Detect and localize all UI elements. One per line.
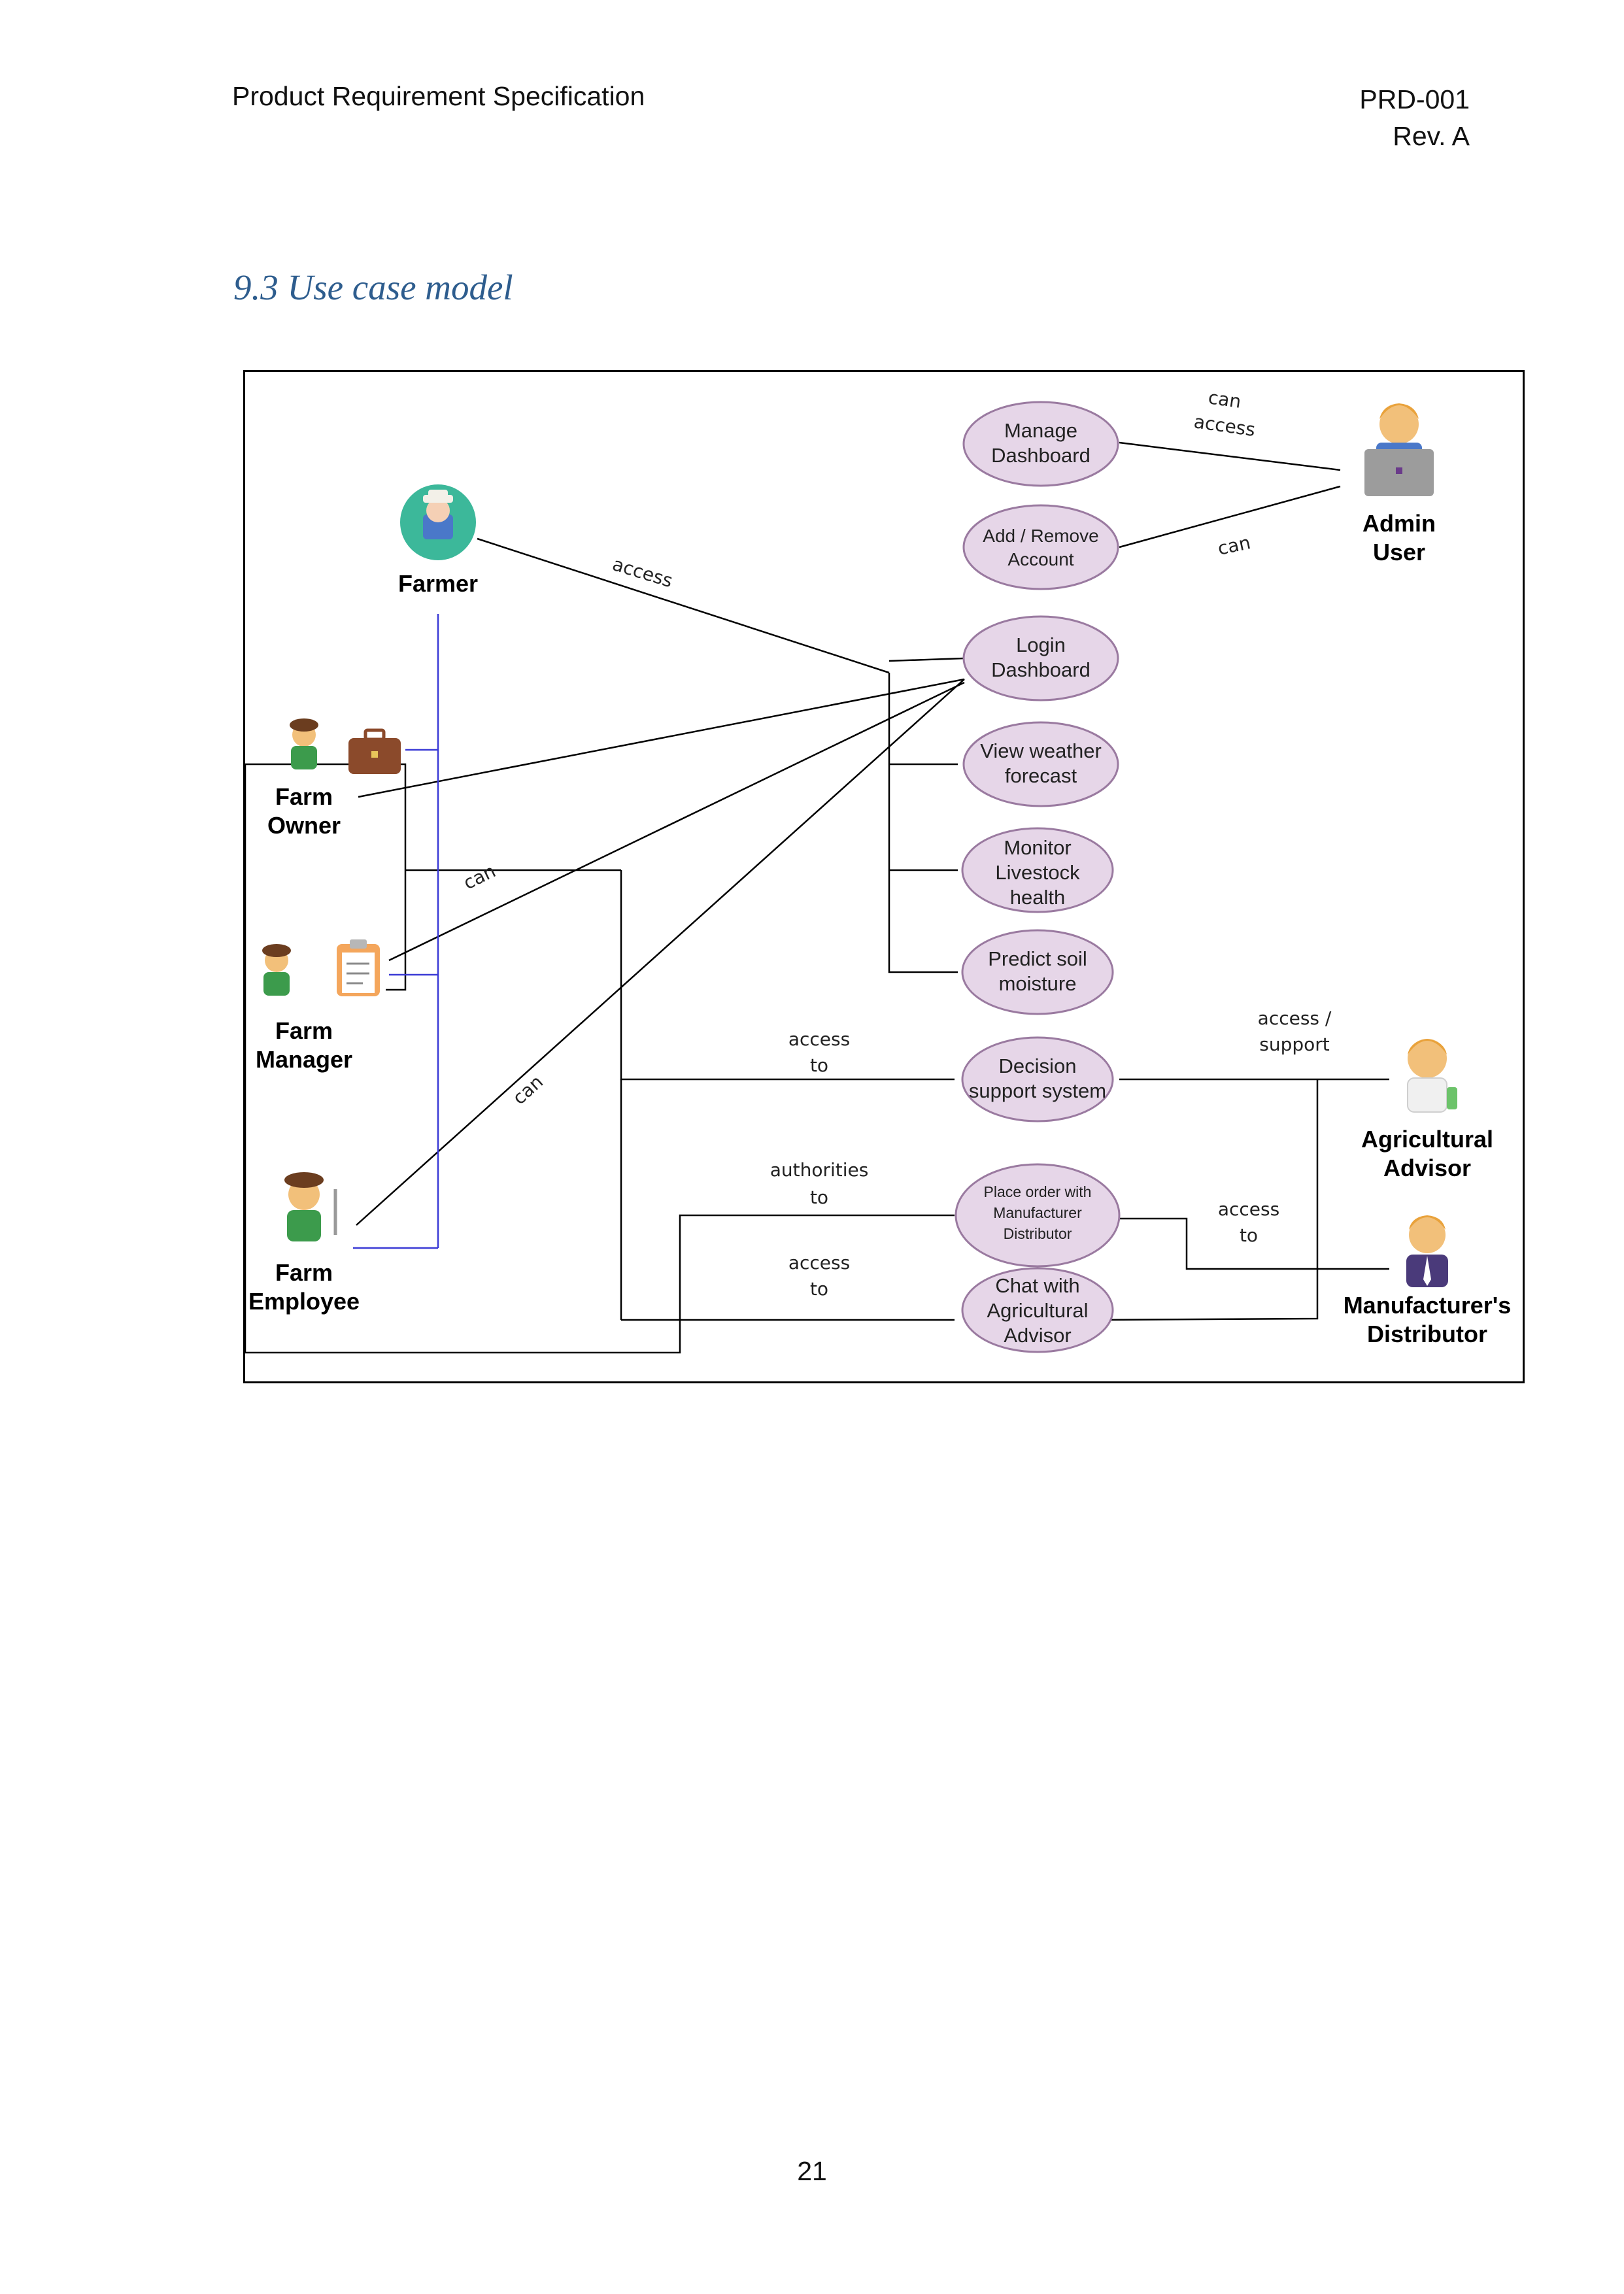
uc-label: View weather xyxy=(980,739,1102,762)
use-case-place-order: Place order with Manufacturer Distributo… xyxy=(955,1163,1121,1268)
actor-farm-manager-label-1: Farm xyxy=(275,1017,333,1044)
uc-label: health xyxy=(1010,886,1065,909)
use-case-login-dashboard: Login Dashboard xyxy=(962,615,1119,701)
rel-label-access-chat: access xyxy=(788,1252,850,1274)
actor-farmer-label: Farmer xyxy=(398,570,478,597)
uc-label: Add / Remove xyxy=(983,526,1098,546)
farm-manager-icon xyxy=(262,944,291,996)
uc-label: forecast xyxy=(1005,764,1077,787)
actor-farm-owner-label-1: Farm xyxy=(275,783,333,810)
actor-admin-label-2: User xyxy=(1373,539,1425,565)
uc-label: Advisor xyxy=(1004,1324,1071,1347)
actor-admin-label-1: Admin xyxy=(1362,510,1436,537)
line-bracket-login xyxy=(888,657,965,662)
use-case-diagram-svg: Manage Dashboard Add / Remove Account Lo… xyxy=(245,386,1512,1354)
uc-label: Chat with xyxy=(995,1274,1079,1297)
line-manager-login xyxy=(388,681,965,962)
rel-label-access-distributor: access xyxy=(1218,1198,1279,1220)
bracket-functions xyxy=(888,673,958,973)
bracket-owner-manager xyxy=(245,763,407,991)
rel-label-authorities-to: to xyxy=(810,1187,828,1208)
uc-label: Account xyxy=(1007,549,1074,569)
uc-label: Dashboard xyxy=(991,444,1091,467)
use-case-predict-soil: Predict soil moisture xyxy=(961,929,1114,1015)
rel-label-access-support-2: support xyxy=(1259,1034,1330,1055)
farm-owner-icon xyxy=(290,718,318,769)
actor-distributor-label-2: Distributor xyxy=(1367,1321,1487,1347)
actor-distributor-label-1: Manufacturer's xyxy=(1344,1292,1512,1319)
line-farmer-login xyxy=(477,537,890,674)
use-case-add-remove-account: Add / Remove Account xyxy=(962,504,1119,590)
uc-label: Dashboard xyxy=(991,658,1091,681)
rel-label-access-decision-to: to xyxy=(810,1054,828,1076)
farmer-icon xyxy=(400,484,476,560)
uc-label: Decision xyxy=(999,1054,1077,1077)
actor-farm-employee-label-1: Farm xyxy=(275,1259,333,1286)
line-owner-login xyxy=(358,678,965,798)
header-doc-info: PRD-001 Rev. A xyxy=(1359,81,1470,154)
uc-label: Manufacturer xyxy=(993,1204,1082,1221)
actor-advisor-label-1: Agricultural xyxy=(1361,1126,1493,1153)
uc-label: Login xyxy=(1016,633,1066,656)
line-chat-advisor xyxy=(1094,1079,1319,1321)
use-case-manage-dashboard: Manage Dashboard xyxy=(962,401,1119,487)
line-admin-manage xyxy=(1119,441,1341,471)
uc-label: Place order with xyxy=(984,1183,1092,1200)
page-number: 21 xyxy=(797,2156,827,2186)
line-authorities-order xyxy=(245,1214,955,1354)
agricultural-advisor-icon xyxy=(1407,1039,1457,1113)
rel-label-manager-can: can xyxy=(460,860,499,894)
actor-farm-employee-label-2: Employee xyxy=(248,1288,360,1315)
use-case-diagram: Manage Dashboard Add / Remove Account Lo… xyxy=(243,370,1525,1383)
uc-label: moisture xyxy=(999,972,1077,995)
uc-label: Monitor xyxy=(1004,836,1071,859)
rel-label-farmer-access: access xyxy=(610,553,675,592)
line-order-distributor xyxy=(1118,1217,1389,1270)
rel-label-admin-access: access xyxy=(1193,411,1257,441)
rel-label-admin-can: can xyxy=(1207,386,1242,413)
admin-user-icon xyxy=(1364,403,1434,496)
header-doc-id: PRD-001 xyxy=(1359,84,1470,114)
uc-label: Manage xyxy=(1004,419,1077,442)
distributor-icon xyxy=(1406,1215,1448,1287)
briefcase-icon xyxy=(348,728,401,774)
use-case-view-weather: View weather forecast xyxy=(962,721,1119,807)
actor-farm-manager-label-2: Manager xyxy=(256,1046,352,1073)
line-employee-login xyxy=(356,679,965,1226)
use-case-monitor-livestock: Monitor Livestock health xyxy=(961,827,1114,913)
section-title: 9.3 Use case model xyxy=(233,267,513,307)
header-revision: Rev. A xyxy=(1393,121,1470,151)
association-lines xyxy=(245,441,1389,1354)
farm-employee-icon xyxy=(284,1172,337,1241)
uc-label: Livestock xyxy=(995,861,1080,884)
rel-label-access-decision: access xyxy=(788,1028,850,1050)
rel-label-admin-can-add: can xyxy=(1216,531,1253,560)
uc-label: Predict soil xyxy=(988,947,1087,970)
use-case-decision-support: Decision support system xyxy=(961,1036,1114,1122)
rel-label-access-support: access / xyxy=(1258,1007,1332,1029)
header-document-title: Product Requirement Specification xyxy=(232,81,645,111)
clipboard-icon xyxy=(337,939,380,996)
rel-label-access-chat-to: to xyxy=(810,1278,828,1300)
line-admin-addremove xyxy=(1119,485,1341,548)
rel-label-authorities: authorities xyxy=(770,1159,869,1181)
actor-farm-owner-label-2: Owner xyxy=(267,812,341,839)
actor-advisor-label-2: Advisor xyxy=(1383,1155,1471,1181)
use-case-chat-advisor: Chat with Agricultural Advisor xyxy=(961,1267,1114,1353)
rel-label-access-distributor-to: to xyxy=(1240,1224,1258,1246)
rel-label-employee-can: can xyxy=(509,1071,547,1109)
uc-label: Agricultural xyxy=(987,1299,1088,1322)
generalization-lines xyxy=(353,614,439,1249)
uc-label: Distributor xyxy=(1004,1225,1072,1242)
uc-label: support system xyxy=(969,1079,1106,1102)
